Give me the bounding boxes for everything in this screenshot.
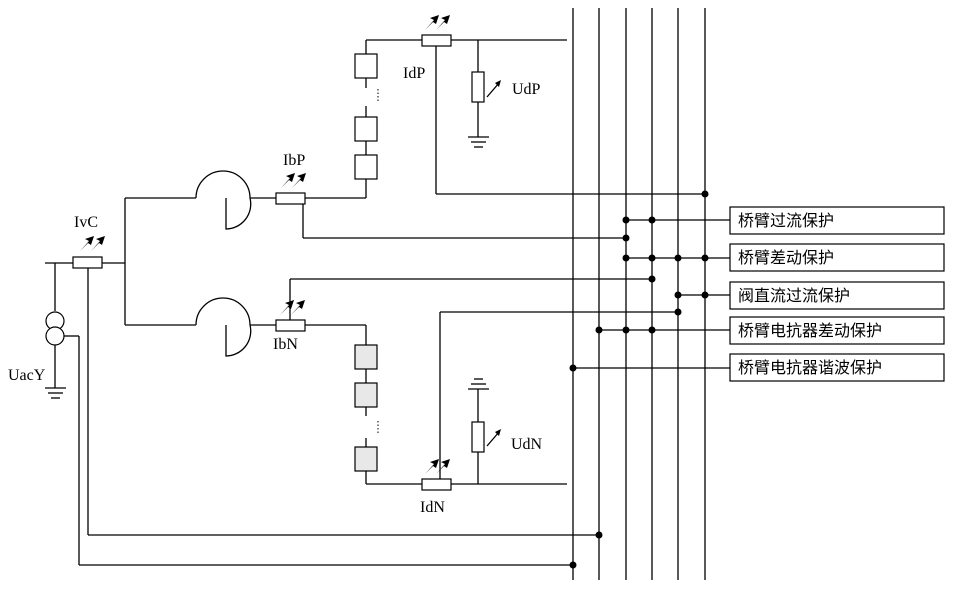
- measurement-arrow-icon: [425, 15, 450, 30]
- label-ibn: IbN: [273, 336, 298, 353]
- label-udp: UdP: [512, 81, 541, 98]
- lower-submodule: [354, 344, 378, 370]
- protection-box-bridge-arm-differential: [729, 243, 945, 272]
- voltage-sensor-udn: [471, 421, 485, 453]
- voltage-arrow-icon: [486, 80, 501, 98]
- upper-submodule: [354, 116, 378, 142]
- ac-side: [45, 197, 599, 566]
- lower-submodule: [354, 382, 378, 408]
- label-idp: IdP: [403, 65, 425, 82]
- protection-boxes: 桥臂过流保护 桥臂差动保护 阀直流过流保护 桥臂电抗器差动保护 桥臂电抗器谐波保…: [729, 206, 945, 382]
- upper-arm-reactor: [195, 170, 251, 199]
- voltage-arrow-icon: [486, 429, 501, 447]
- measurement-arrow-icon: [281, 173, 306, 188]
- measurement-arrow-icon: [280, 300, 305, 315]
- protection-label: 桥臂差动保护: [738, 248, 834, 267]
- junction-dots: [569, 190, 709, 569]
- lower-bridge-arm: [195, 278, 678, 491]
- voltage-transformer-lower-coil: [45, 326, 65, 346]
- upper-bridge-arm: [195, 34, 705, 239]
- upper-submodule: [354, 53, 378, 79]
- measurement-arrow-icon: [80, 236, 105, 251]
- measurement-arrows: [80, 15, 501, 474]
- current-sensor-ivc: [72, 256, 103, 269]
- measurement-arrow-icon: [425, 459, 450, 474]
- current-sensor-idp: [421, 34, 452, 47]
- current-sensor-ibn: [275, 319, 306, 332]
- label-ivc: IvC: [74, 214, 98, 231]
- protection-box-reactor-harmonic: [729, 353, 945, 382]
- label-ibp: IbP: [283, 152, 305, 169]
- voltage-sensor-udp: [471, 71, 485, 103]
- vertical-bus-lines: [572, 8, 706, 580]
- current-sensor-idn: [421, 478, 452, 491]
- sensor-labels: IvC IbP IbN IdP IdN UdP UdN UacY: [8, 65, 543, 516]
- label-udn: UdN: [511, 436, 543, 453]
- current-sensor-ibp: [275, 192, 306, 205]
- upper-submodule: [354, 154, 378, 180]
- label-idn: IdN: [420, 499, 445, 516]
- protection-label: 阀直流过流保护: [738, 286, 850, 305]
- protection-label: 桥臂电抗器谐波保护: [738, 358, 882, 377]
- protection-box-reactor-differential: [729, 316, 945, 345]
- protection-label: 桥臂电抗器差动保护: [738, 321, 882, 340]
- protection-box-valve-dc-overcurrent: [729, 281, 945, 310]
- lower-submodule: [354, 446, 378, 472]
- protection-label: 桥臂过流保护: [738, 211, 834, 230]
- lower-arm-reactor: [195, 297, 251, 326]
- protection-box-bridge-arm-overcurrent: [729, 206, 945, 235]
- label-uacy: UacY: [8, 367, 46, 384]
